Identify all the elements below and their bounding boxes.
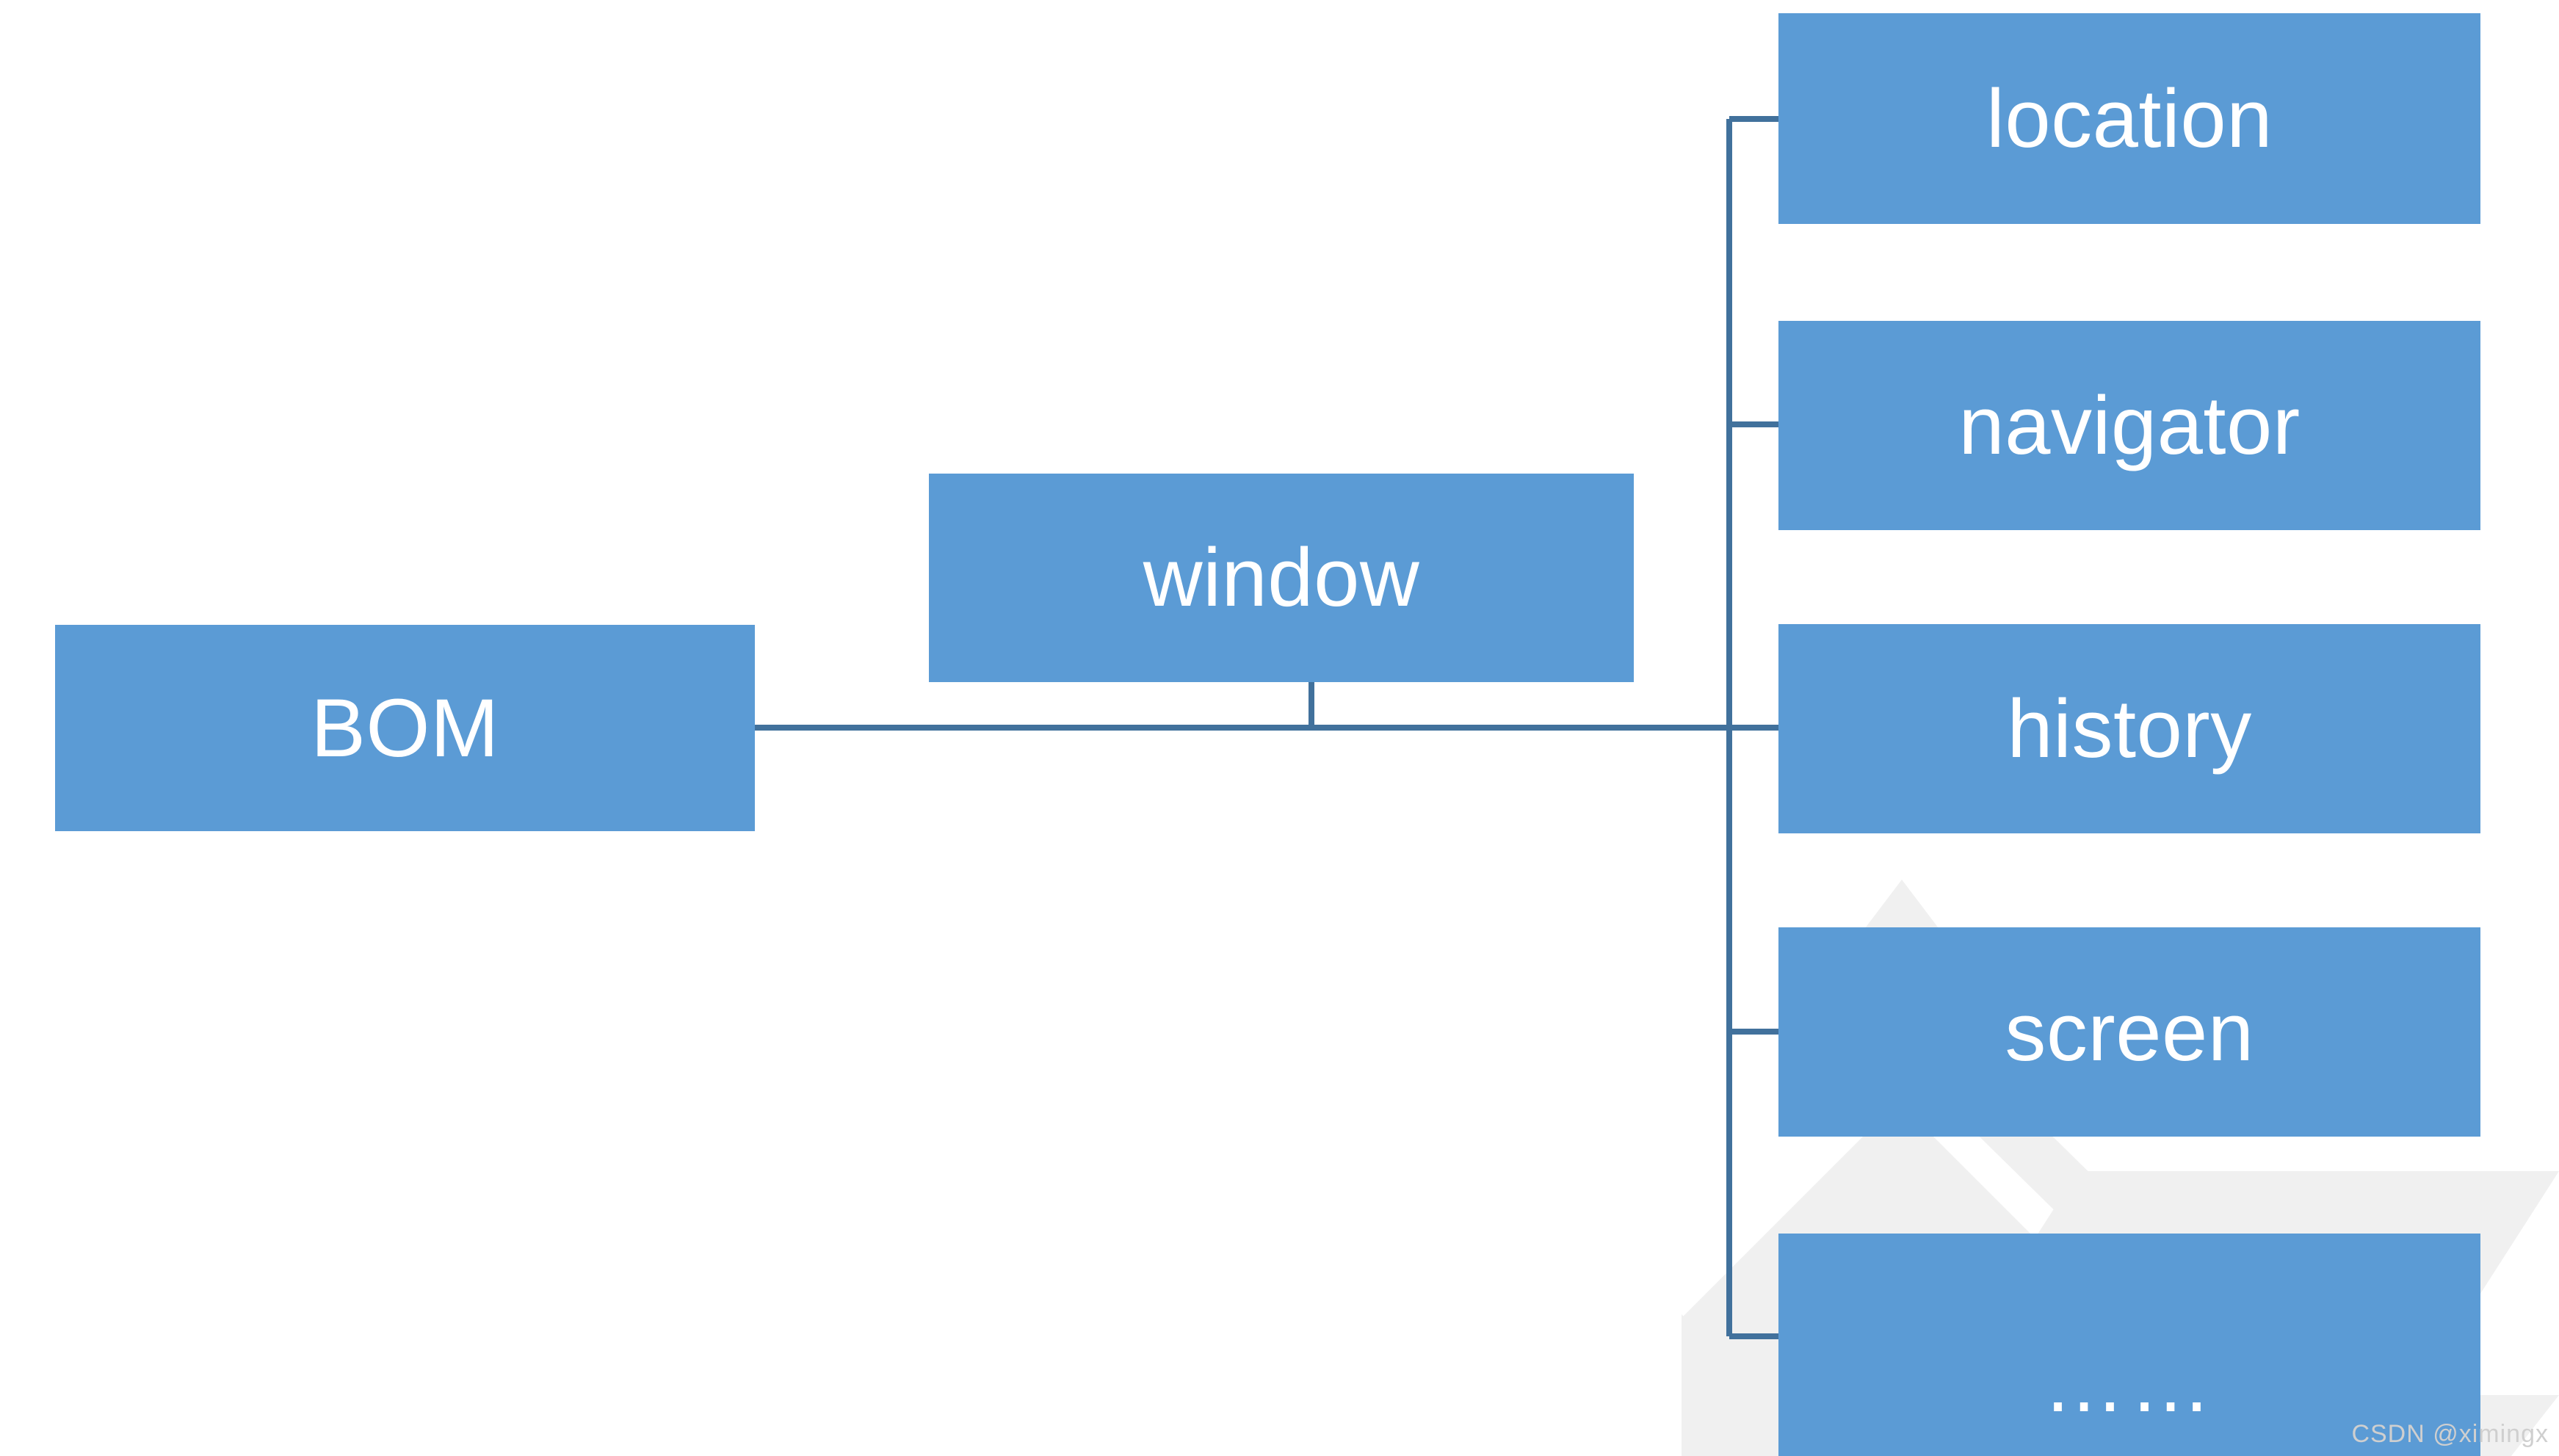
node-etc-label: …… [2043, 1337, 2216, 1429]
node-navigator[interactable]: navigator [1778, 321, 2480, 530]
node-screen-label: screen [2005, 985, 2254, 1078]
node-bom-label: BOM [311, 681, 499, 774]
node-location[interactable]: location [1778, 13, 2480, 224]
node-screen[interactable]: screen [1778, 927, 2480, 1137]
node-bom[interactable]: BOM [55, 625, 755, 831]
node-history-label: history [2007, 682, 2252, 775]
node-location-label: location [1986, 72, 2273, 164]
node-navigator-label: navigator [1958, 379, 2301, 471]
watermark-credit-text: CSDN @ximingx [2351, 1420, 2549, 1448]
node-history[interactable]: history [1778, 624, 2480, 833]
node-window[interactable]: window [929, 474, 1634, 682]
node-window-label: window [1143, 532, 1420, 623]
